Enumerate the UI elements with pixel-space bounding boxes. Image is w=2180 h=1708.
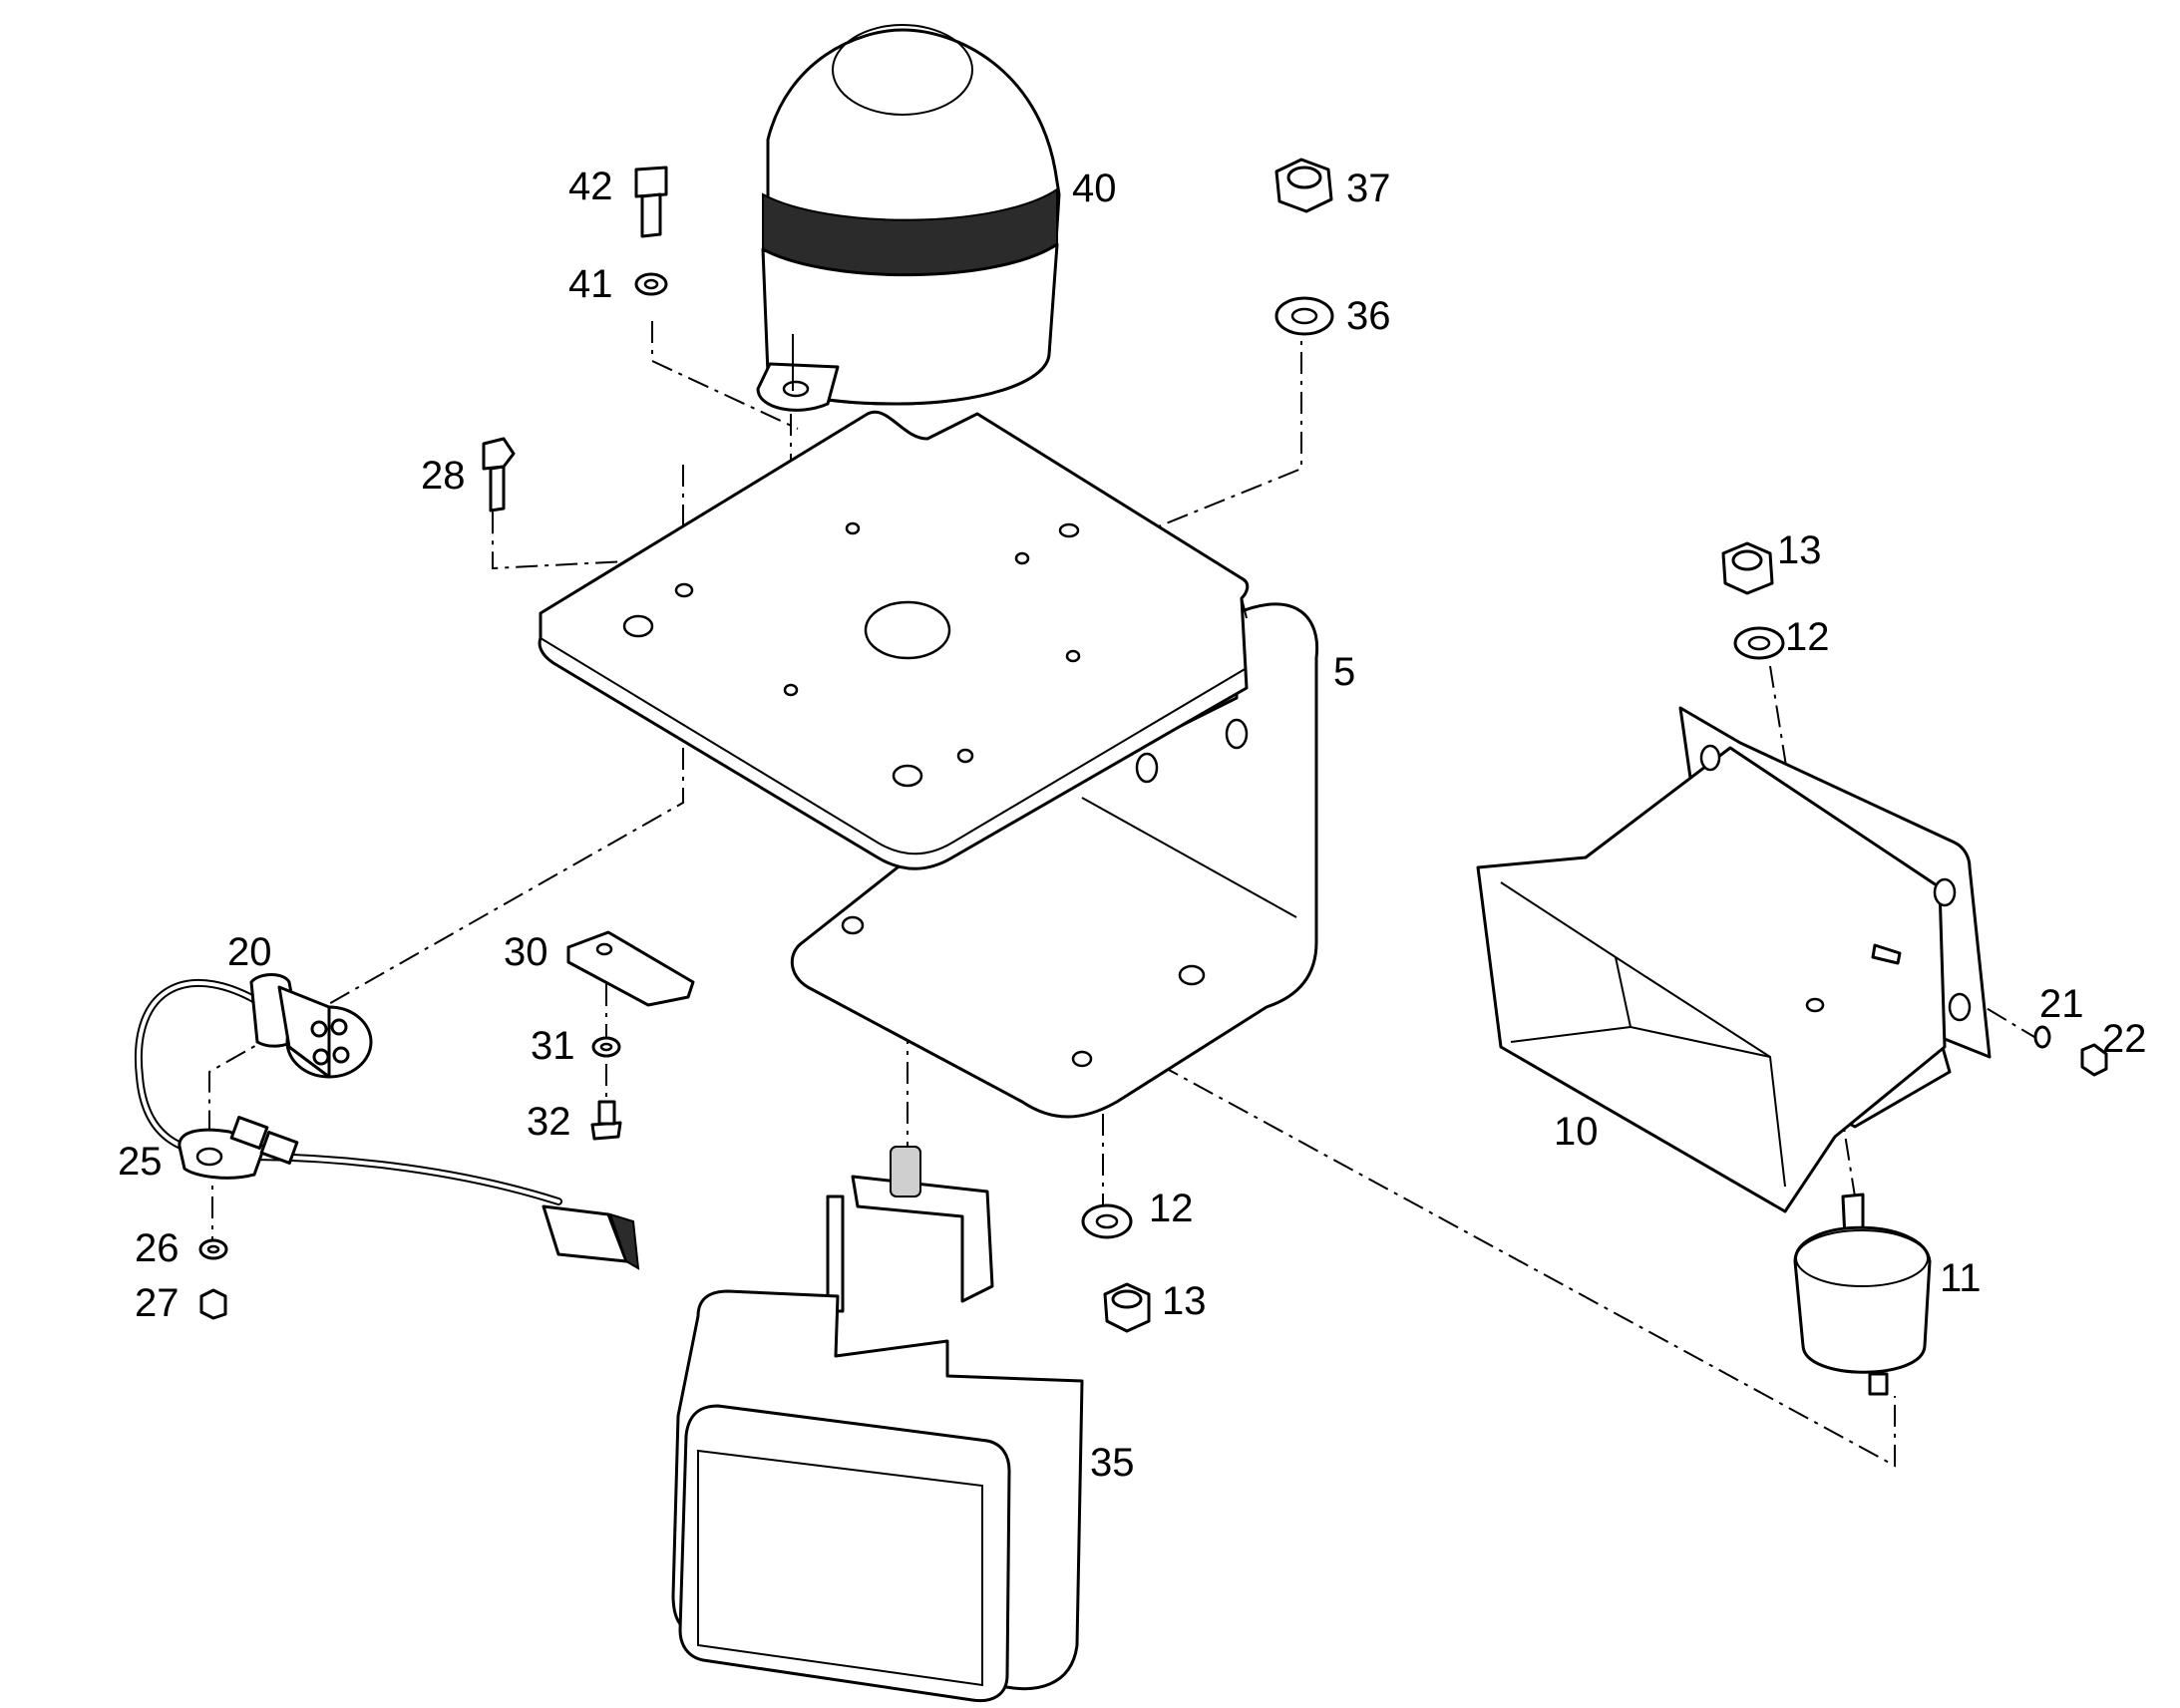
horn-10 [1476, 706, 1992, 1213]
callout-31: 31 [531, 1024, 575, 1068]
callout-42: 42 [568, 165, 613, 208]
work-light-35 [671, 1146, 1084, 1703]
callout-21: 21 [2039, 982, 2084, 1026]
callout-13-top: 13 [1777, 528, 1822, 572]
callout-40: 40 [1072, 167, 1117, 210]
clip-30 [566, 930, 695, 1007]
fasteners [198, 158, 2108, 1333]
callout-25: 25 [118, 1140, 163, 1184]
callout-26: 26 [135, 1226, 180, 1270]
callout-27: 27 [135, 1281, 180, 1325]
callout-13-bottom: 13 [1162, 1279, 1207, 1323]
callout-12-bottom: 12 [1149, 1187, 1194, 1230]
callout-32: 32 [527, 1100, 571, 1144]
callout-labels: 5 10 11 12 12 13 13 20 21 22 25 26 27 28… [118, 165, 2147, 1485]
rubber-mount-11 [1793, 1193, 1932, 1396]
callout-41: 41 [568, 262, 613, 306]
beacon-40 [756, 24, 1061, 412]
callout-12-top: 12 [1785, 615, 1830, 659]
bracket-5 [538, 410, 1319, 1119]
callout-10: 10 [1554, 1110, 1599, 1154]
callout-20: 20 [227, 930, 272, 974]
callout-35: 35 [1090, 1441, 1135, 1485]
connector-20 [134, 973, 640, 1270]
callout-30: 30 [504, 930, 548, 974]
callout-11: 11 [1940, 1256, 1982, 1300]
callout-5: 5 [1333, 650, 1355, 694]
callout-37: 37 [1346, 167, 1391, 210]
callout-28: 28 [421, 454, 466, 498]
callout-22: 22 [2102, 1017, 2147, 1061]
callout-36: 36 [1346, 294, 1391, 338]
